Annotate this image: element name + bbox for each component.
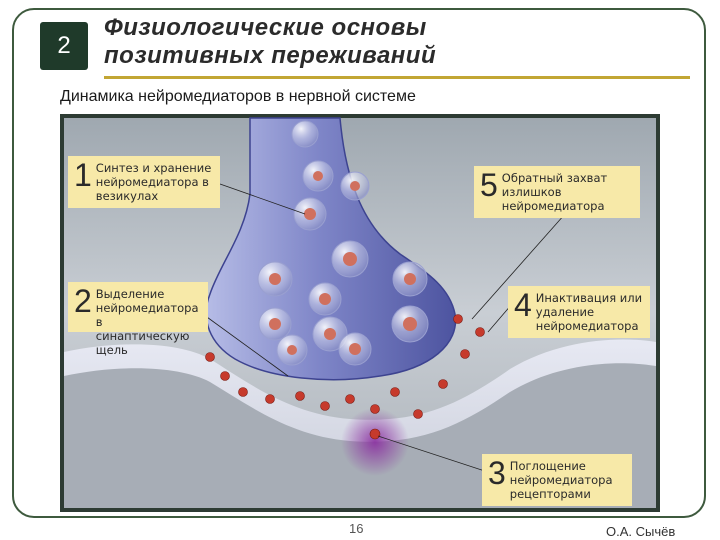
- molecule: [460, 349, 470, 359]
- vesicle-cluster: [269, 318, 281, 330]
- callout-1-text: Синтез и хранение нейромедиатора в везик…: [96, 161, 212, 203]
- callout-2-line-2: нейромедиатора в: [95, 301, 199, 329]
- callout-3: 3 Поглощение нейромедиатора рецепторами: [482, 454, 632, 506]
- callout-4-number: 4: [514, 287, 532, 323]
- callout-2-line-1: Выделение: [95, 287, 165, 301]
- neurotransmitter-molecules: [205, 314, 485, 440]
- callout-4-text: Инактивация или удаление нейромедиатора: [536, 291, 642, 333]
- vesicle-contents: [269, 171, 417, 355]
- callout-2-line-3: синаптическую щель: [95, 329, 190, 357]
- callout-3-line-1: Поглощение: [509, 459, 586, 473]
- callout-leader-lines: [199, 183, 566, 477]
- title-underline: [104, 76, 690, 79]
- callout-1-line-2: нейромедиатора в: [95, 175, 209, 189]
- callout-5-text: Обратный захват излишков нейромедиатора: [502, 171, 607, 213]
- molecule: [453, 314, 463, 324]
- callout-4: 4 Инактивация или удаление нейромедиатор…: [508, 286, 650, 338]
- vesicle-cluster: [349, 343, 361, 355]
- slide-number-badge: 2: [40, 22, 88, 70]
- callout-2-text: Выделение нейромедиатора в синаптическую…: [96, 287, 202, 357]
- molecule: [320, 401, 330, 411]
- slide-title-line-1: Физиологические основы: [104, 14, 427, 41]
- callout-5-number: 5: [480, 167, 498, 203]
- vesicle-cluster: [324, 328, 336, 340]
- callout-1: 1 Синтез и хранение нейромедиатора в вез…: [68, 156, 220, 208]
- callout-2: 2 Выделение нейромедиатора в синаптическ…: [68, 282, 208, 357]
- vesicle-cluster: [350, 181, 360, 191]
- callout-1-line-3: везикулах: [95, 189, 159, 203]
- molecule: [413, 409, 423, 419]
- molecule: [295, 391, 305, 401]
- callout-1-number: 1: [74, 157, 92, 193]
- molecule: [345, 394, 355, 404]
- vesicle-cluster: [404, 273, 416, 285]
- callout-4-line-1: Инактивация или: [535, 291, 643, 305]
- vesicle: [291, 120, 319, 148]
- molecule: [220, 371, 230, 381]
- molecule: [238, 387, 248, 397]
- page-number: 16: [349, 521, 364, 536]
- callout-5-line-3: нейромедиатора: [501, 199, 605, 213]
- synapse-illustration: 1 Синтез и хранение нейромедиатора в вез…: [60, 114, 660, 512]
- vesicle-cluster: [343, 252, 357, 266]
- molecule-bound: [369, 428, 381, 440]
- callout-3-line-3: рецепторами: [509, 487, 591, 501]
- callout-5: 5 Обратный захват излишков нейромедиатор…: [474, 166, 640, 218]
- callout-2-number: 2: [74, 283, 92, 319]
- slide-subtitle: Динамика нейромедиаторов в нервной систе…: [60, 88, 416, 105]
- vesicle-cluster: [319, 293, 331, 305]
- author-credit: О.А. Сычёв: [606, 524, 676, 539]
- receptor-glow: [341, 408, 409, 476]
- callout-4-line-3: нейромедиатора: [535, 319, 639, 333]
- callout-5-line-2: излишков: [501, 185, 562, 199]
- callout-3-text: Поглощение нейромедиатора рецепторами: [510, 459, 613, 501]
- vesicle-cluster: [304, 208, 316, 220]
- callout-5-line-1: Обратный захват: [501, 171, 608, 185]
- slide-title-line-2: позитивных переживаний: [104, 42, 437, 69]
- slide-frame: [12, 8, 706, 518]
- molecule: [390, 387, 400, 397]
- leader-line-5: [471, 213, 566, 320]
- vesicle-cluster: [287, 345, 297, 355]
- callout-1-line-1: Синтез и хранение: [95, 161, 212, 175]
- molecule: [265, 394, 275, 404]
- vesicle-cluster: [269, 273, 281, 285]
- callout-3-number: 3: [488, 455, 506, 491]
- slide-number: 2: [57, 32, 71, 59]
- molecule: [370, 404, 380, 414]
- leader-line-2: [199, 311, 289, 377]
- leader-line-3: [377, 435, 501, 477]
- callout-3-line-2: нейромедиатора: [509, 473, 613, 487]
- vesicle-cluster: [313, 171, 323, 181]
- vesicle-cluster: [403, 317, 417, 331]
- slide-title: Физиологические основы позитивных пережи…: [104, 14, 436, 70]
- callout-4-line-2: удаление: [535, 305, 595, 319]
- molecule: [205, 352, 215, 362]
- molecule: [438, 379, 448, 389]
- leader-line-1: [219, 183, 306, 215]
- molecule: [475, 327, 485, 337]
